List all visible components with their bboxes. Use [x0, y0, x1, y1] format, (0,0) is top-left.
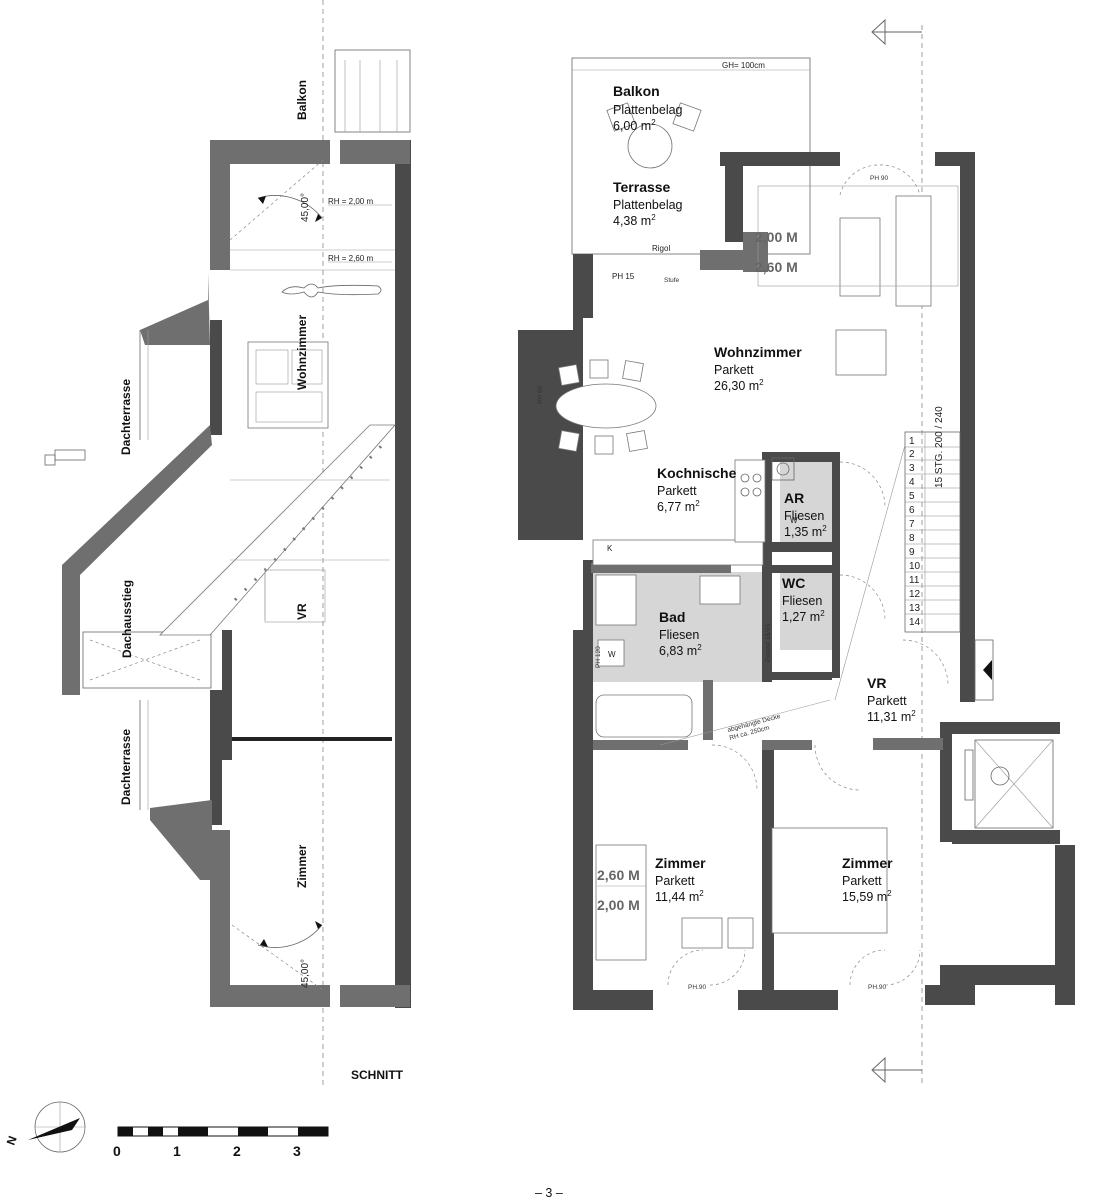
north-letter: N [4, 1134, 20, 1147]
room-area: 1,27 m2 [782, 609, 825, 624]
room-vr: VR Parkett 11,31 m2 [867, 675, 916, 724]
room-name: Kochnische [657, 465, 737, 481]
room-bad: Bad Fliesen 6,83 m2 [659, 609, 702, 658]
section-vr-label: VR [295, 603, 309, 620]
k-annotation: K [607, 544, 613, 553]
room-name: Terrasse [613, 179, 671, 195]
section-rh260-label: RH = 2,60 m [328, 254, 373, 263]
room-area: 6,77 m2 [657, 499, 700, 514]
section-dachausstieg-label: Dachausstieg [120, 580, 134, 658]
stair-step: 6 [909, 505, 915, 516]
stair-step: 8 [909, 533, 915, 544]
ph90-bottom-left: PH.90 [688, 984, 706, 991]
gh-annotation: GH= 100cm [722, 61, 765, 70]
height-mark-200-left: 2,00 M [597, 897, 640, 913]
ph90-left-annotation: PH 90 [537, 386, 544, 404]
stair-spec-annotation: 15 STG. 200 / 240 [934, 406, 945, 488]
room-wohnzimmer: Wohnzimmer Parkett 26,30 m2 [714, 344, 802, 393]
height-mark-260-left: 2,60 M [597, 867, 640, 883]
room-terrasse: Terrasse Plattenbelag 4,38 m2 [613, 179, 683, 228]
ph15-annotation: PH 15 [612, 272, 635, 281]
stair-step: 3 [909, 463, 915, 474]
height-mark-200-top: 2,00 M [755, 229, 798, 245]
room-finish: Parkett [842, 874, 882, 888]
stair-step: 1 [909, 436, 915, 447]
room-balkon: Balkon Plattenbelag 6,00 m2 [613, 83, 683, 133]
scale-tick: 2 [233, 1143, 241, 1159]
w-bad-annotation: W [608, 650, 616, 659]
room-name: Bad [659, 609, 685, 625]
room-zimmer-left: Zimmer Parkett 11,44 m2 [655, 855, 706, 904]
ph90-top-annotation: PH 90 [870, 175, 888, 182]
section-drawing: Balkon RH = 2,00 m RH = 2,60 m 45,00° Wo… [44, 0, 411, 1085]
scale-tick: 3 [293, 1143, 301, 1159]
podest-annotation: Podest 15/15 [765, 623, 772, 662]
section-title: SCHNITT [351, 1068, 404, 1082]
room-area: 6,83 m2 [659, 643, 702, 658]
height-mark-260-top: 2,60 M [755, 259, 798, 275]
room-finish: Parkett [657, 484, 697, 498]
room-area: 11,31 m2 [867, 709, 916, 724]
floor-plan: 2,00 M 2,60 M 2,60 M 2,00 M GH= 100cm Ri… [518, 18, 1075, 1085]
room-zimmer-right: Zimmer Parkett 15,59 m2 [842, 855, 893, 904]
room-finish: Fliesen [784, 509, 824, 523]
north-arrow: N [4, 1101, 86, 1153]
room-area: 6,00 m2 [613, 118, 656, 133]
room-area: 11,44 m2 [655, 889, 704, 904]
room-name: Zimmer [842, 855, 893, 871]
stair-step: 5 [909, 491, 915, 502]
section-balkon-label: Balkon [295, 80, 309, 120]
stufe-annotation: Stufe [664, 277, 680, 284]
room-finish: Parkett [867, 694, 907, 708]
room-name: VR [867, 675, 886, 691]
stair-step: 7 [909, 519, 915, 530]
room-area: 4,38 m2 [613, 213, 656, 228]
scale-tick: 0 [113, 1143, 121, 1159]
scale-tick: 1 [173, 1143, 181, 1159]
room-finish: Plattenbelag [613, 198, 683, 212]
room-area: 1,35 m2 [784, 524, 827, 539]
stair-step: 12 [909, 589, 921, 600]
room-finish: Fliesen [659, 628, 699, 642]
stair-step: 2 [909, 449, 915, 460]
room-ar: AR Fliesen 1,35 m2 [784, 490, 827, 539]
section-angle-top: 45,00° [300, 193, 311, 222]
section-dachterrasse-bottom: Dachterrasse [119, 729, 133, 805]
stair-step: 13 [909, 603, 921, 614]
ph90-bottom-right: PH.90 [868, 984, 886, 991]
stair-step: 11 [909, 575, 920, 586]
page-number: – 3 – [535, 1186, 563, 1200]
stair-step: 4 [909, 477, 915, 488]
room-finish: Fliesen [782, 594, 822, 608]
rigol-annotation: Rigol [652, 244, 670, 253]
room-area: 15,59 m2 [842, 889, 892, 904]
section-angle-bottom: 45,00° [300, 959, 311, 988]
stair-step: 9 [909, 547, 915, 558]
ph120-annotation: PH 120 [595, 646, 602, 668]
section-rh200-label: RH = 2,00 m [328, 197, 373, 206]
room-name: AR [784, 490, 804, 506]
section-zimmer-label: Zimmer [295, 844, 309, 888]
room-finish: Plattenbelag [613, 103, 683, 117]
w-ar-annotation: W [790, 516, 798, 525]
room-finish: Parkett [714, 363, 754, 377]
room-wc: WC Fliesen 1,27 m2 [782, 575, 825, 624]
room-finish: Parkett [655, 874, 695, 888]
room-kochnische: Kochnische Parkett 6,77 m2 [657, 465, 737, 514]
section-dachterrasse-top: Dachterrasse [119, 379, 133, 455]
room-name: WC [782, 575, 805, 591]
stair-step: 14 [909, 617, 921, 628]
stair-step: 10 [909, 561, 921, 572]
room-name: Wohnzimmer [714, 344, 802, 360]
section-wohnzimmer-label: Wohnzimmer [295, 315, 309, 390]
scale-bar: 0 1 2 3 [113, 1126, 329, 1159]
room-area: 26,30 m2 [714, 378, 764, 393]
room-name: Balkon [613, 83, 660, 99]
room-name: Zimmer [655, 855, 706, 871]
